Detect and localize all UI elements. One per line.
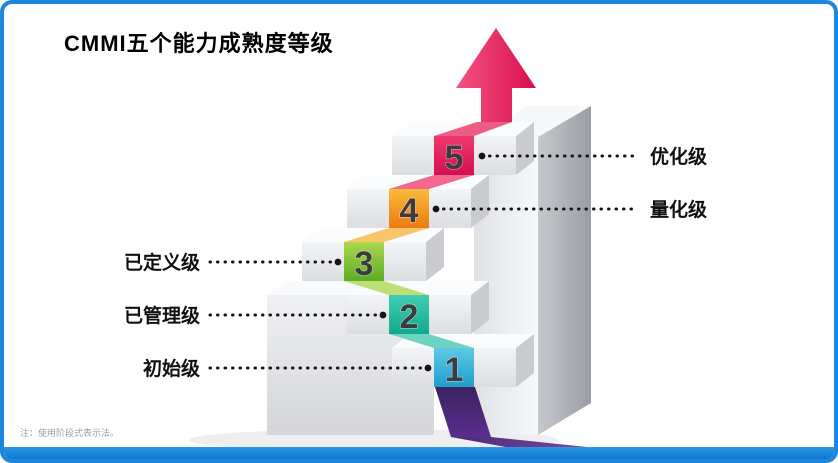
growth-arrow-icon <box>456 28 536 154</box>
ribbon-segment-4 <box>389 189 429 228</box>
ribbon-tread-4 <box>389 175 474 189</box>
ribbon-tread-2 <box>344 281 429 295</box>
footnote: 注：使用阶段式表示法。 <box>20 428 120 438</box>
level-number-5: 5 <box>445 139 464 177</box>
level-number-2: 2 <box>400 298 419 336</box>
level-label-initial: 初始级 <box>143 357 200 380</box>
level-label-quantified: 量化级 <box>650 198 707 221</box>
level-number-4: 4 <box>400 192 419 230</box>
ribbon-tread-5 <box>434 122 512 136</box>
bottom-accent-bar <box>4 447 834 459</box>
step-3 <box>302 228 444 281</box>
ribbon-tread-1 <box>389 334 474 348</box>
step-4 <box>347 175 489 228</box>
step-1 <box>389 334 534 387</box>
ribbon-segment-5 <box>434 136 474 175</box>
ribbon-segment-1 <box>434 348 474 387</box>
ribbon-tread-3 <box>344 228 429 242</box>
level-label-managed: 已管理级 <box>124 304 200 327</box>
leader-lines <box>208 152 640 372</box>
step-5 <box>392 122 534 175</box>
level-number-3: 3 <box>355 245 374 283</box>
staircase-diagram: 1 2 3 4 5 初始级 已管理级 已定义级 量化级 优化级 <box>124 28 707 455</box>
level-label-defined: 已定义级 <box>124 251 200 274</box>
ribbon-segment-3 <box>344 242 384 281</box>
page-title: CMMI五个能力成熟度等级 <box>64 31 334 56</box>
level-label-optimizing: 优化级 <box>650 145 707 168</box>
level-number-1: 1 <box>445 351 464 389</box>
ribbon-segment-2 <box>389 295 429 334</box>
